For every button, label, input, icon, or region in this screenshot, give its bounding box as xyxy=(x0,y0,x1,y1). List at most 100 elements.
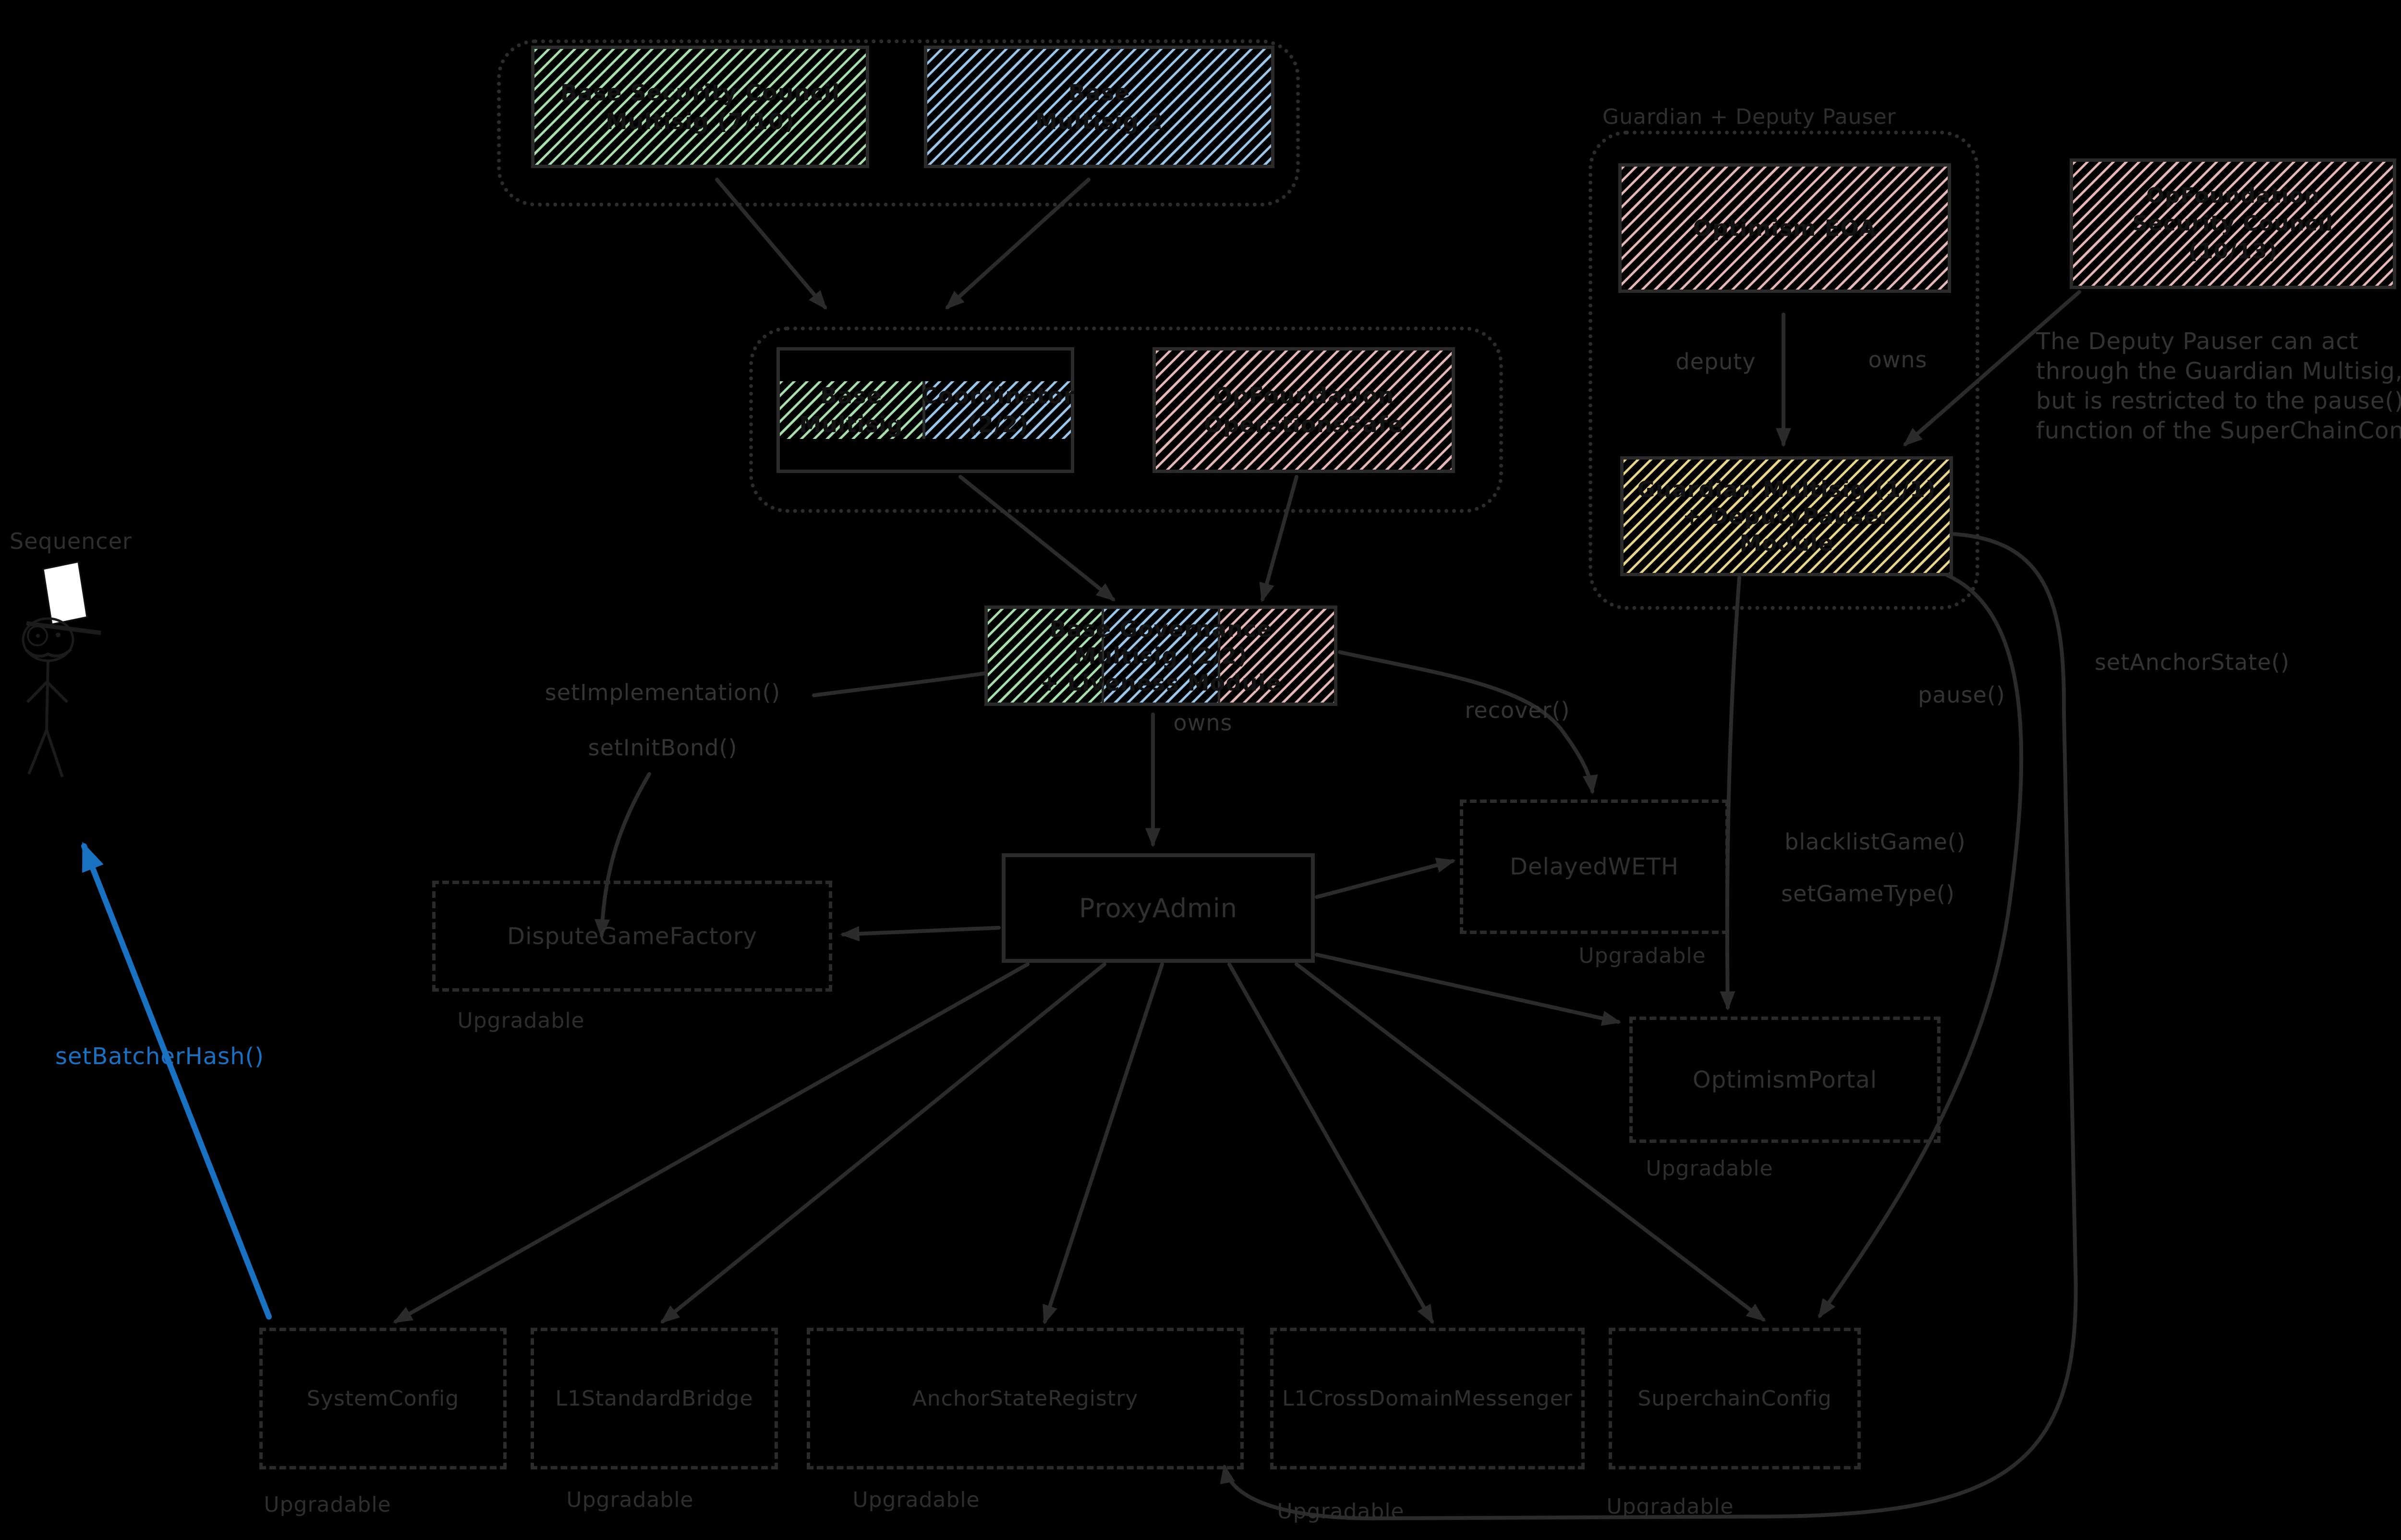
owns-label-guardian: owns xyxy=(1868,347,1928,373)
upgradable-tag-l1standardbridge: Upgradable xyxy=(566,1488,694,1512)
node-opfoundation-security-council[interactable]: OpFoundation Security Council (10/13) xyxy=(2070,158,2396,289)
node-label: Module xyxy=(1739,530,1834,556)
node-l1-cross-domain-messenger[interactable]: L1CrossDomainMessenger xyxy=(1270,1328,1585,1469)
arrow-setanchorstate-anchorstateregistry xyxy=(1220,532,2078,1521)
governance-pink-third xyxy=(1220,609,1334,703)
arrow-pause-superchainconfig xyxy=(1818,573,2024,1319)
node-label: Base Governance xyxy=(1049,616,1273,642)
governance-blue-third xyxy=(1102,609,1220,703)
node-label: OperationsSafe xyxy=(1204,412,1404,437)
sequencer-figure-icon xyxy=(22,561,101,777)
node-label: DisputeGameFactory xyxy=(507,922,757,950)
node-label: Base Security Council xyxy=(560,79,840,106)
node-label: Base xyxy=(1068,79,1130,106)
node-label: Multisig (2/2) xyxy=(1074,643,1248,669)
coordinator-left-half: Base Multisig xyxy=(780,381,925,439)
node-label: SuperchainConfig xyxy=(1637,1386,1832,1411)
node-dispute-game-factory[interactable]: DisputeGameFactory xyxy=(432,881,832,992)
node-base-multisig-2[interactable]: Base Multisig 2 xyxy=(924,46,1274,168)
upgradable-tag-superchainconfig: Upgradable xyxy=(1606,1494,1734,1519)
node-label: Optimism EOA xyxy=(1693,215,1877,241)
pause-label: pause() xyxy=(1918,682,2005,708)
set-anchor-state-label: setAnchorState() xyxy=(2094,649,2290,675)
node-label: L1StandardBridge xyxy=(555,1386,753,1411)
arrow-blacklistgame-optimismportal xyxy=(1720,576,1741,1011)
node-label: Coordinator xyxy=(921,383,1075,409)
node-label: Multisig xyxy=(799,412,903,437)
node-label: AnchorStateRegistry xyxy=(912,1386,1139,1411)
arrow-proxyadmin-anchorstateregistry xyxy=(1043,962,1164,1325)
node-label: Security Council xyxy=(2132,211,2334,236)
node-label: Guardian Multisig (1/1) xyxy=(1637,476,1936,502)
node-label: Multisig (7/10) xyxy=(605,108,795,134)
node-optimism-eoa[interactable]: Optimism EOA xyxy=(1618,163,1951,293)
node-optimism-portal[interactable]: OptimismPortal xyxy=(1629,1017,1940,1143)
arrow-bsc-to-coordinator xyxy=(715,178,827,310)
node-guardian-multisig-deputypauser[interactable]: Guardian Multisig (1/1) + DeputyPauser M… xyxy=(1620,456,1953,576)
arrow-setbatcherhash xyxy=(81,842,272,1320)
node-base-security-council-multisig[interactable]: Base Security Council Multisig (7/10) xyxy=(531,46,869,168)
set-init-bond-label: setInitBond() xyxy=(588,735,738,761)
upgradable-tag-dgf: Upgradable xyxy=(457,1008,585,1033)
note-line: but is restricted to the pause() xyxy=(2036,388,2401,414)
node-label: L1CrossDomainMessenger xyxy=(1282,1386,1573,1411)
upgradable-tag-delayedweth: Upgradable xyxy=(1578,944,1706,968)
set-game-type-label: setGameType() xyxy=(1781,881,1955,907)
set-implementation-label: setImplementation() xyxy=(545,679,781,705)
node-proxy-admin[interactable]: ProxyAdmin xyxy=(1002,853,1315,963)
owns-label-governance: owns xyxy=(1173,710,1233,736)
node-system-config[interactable]: SystemConfig xyxy=(259,1328,507,1469)
sequencer-label: Sequencer xyxy=(10,528,132,554)
top-hat-icon xyxy=(42,561,88,625)
upgradable-tag-anchorstateregistry: Upgradable xyxy=(852,1488,980,1512)
node-superchain-config[interactable]: SuperchainConfig xyxy=(1609,1328,1861,1469)
coordinator-right-half: Coordinator (2/2) xyxy=(922,381,1074,439)
arrow-owns-guardian xyxy=(1903,290,2081,447)
arrow-proxyadmin-delayedweth xyxy=(1315,858,1456,899)
node-label: OpFoundation xyxy=(1213,383,1395,409)
node-base-multisig-coordinator[interactable]: Base Multisig Coordinator (2/2) xyxy=(776,347,1074,473)
node-delayed-weth[interactable]: DelayedWETH xyxy=(1460,800,1729,934)
arrow-proxyadmin-l1standardbridge xyxy=(660,962,1106,1324)
node-label: SystemConfig xyxy=(306,1386,460,1411)
node-l1-standard-bridge[interactable]: L1StandardBridge xyxy=(531,1328,778,1469)
node-label: Multisig 2 xyxy=(1035,108,1164,134)
line-setimplementation xyxy=(812,671,987,697)
node-label: OptimismPortal xyxy=(1692,1066,1878,1093)
cluster-guardian-deputy-pauser xyxy=(1589,131,1979,610)
node-label: ProxyAdmin xyxy=(1079,893,1238,923)
node-label: (10/13) xyxy=(2188,239,2278,264)
upgradable-tag-l1crossdomainmessenger: Upgradable xyxy=(1277,1499,1405,1524)
arrow-multisig2-to-coordinator xyxy=(945,178,1091,310)
deputy-label: deputy xyxy=(1675,349,1756,375)
cluster-base-signers xyxy=(497,39,1300,206)
node-label: OpFoundation xyxy=(2146,183,2320,208)
node-opfoundation-operations-safe[interactable]: OpFoundation OperationsSafe xyxy=(1152,347,1455,473)
upgradable-tag-systemconfig: Upgradable xyxy=(264,1492,391,1517)
arrow-recover xyxy=(1338,650,1598,795)
arrow-proxyadmin-superchainconfig xyxy=(1295,962,1766,1322)
node-anchor-state-registry[interactable]: AnchorStateRegistry xyxy=(807,1328,1244,1469)
arrow-proxyadmin-optimismportal xyxy=(1315,953,1622,1026)
note-line: The Deputy Pauser can act xyxy=(2036,328,2359,355)
upgradable-tag-optimismportal: Upgradable xyxy=(1646,1156,1773,1181)
cluster-coordinator xyxy=(749,327,1503,513)
blacklist-game-label: blacklistGame() xyxy=(1784,829,1966,855)
arrow-proxyadmin-dgf xyxy=(840,926,1001,942)
node-label: (2/2) xyxy=(967,412,1029,437)
node-label: + DeputyPauser xyxy=(1682,503,1891,529)
recover-label: recover() xyxy=(1465,697,1570,723)
governance-green-third xyxy=(988,609,1102,703)
set-batcher-hash-label: setBatcherHash() xyxy=(55,1043,264,1070)
arrow-opssafe-to-governance xyxy=(1259,475,1298,603)
note-line: function of the SuperChainConfig xyxy=(2036,417,2401,444)
node-label: + Liveness Module xyxy=(1040,669,1282,696)
node-label: Base xyxy=(820,383,882,409)
note-line: through the Guardian Multisig, xyxy=(2036,358,2401,385)
arrow-setimplementation-dgf xyxy=(594,772,651,939)
guardian-cluster-title: Guardian + Deputy Pauser xyxy=(1602,105,1896,129)
node-base-governance-multisig[interactable]: Base Governance Multisig (2/2) + Livenes… xyxy=(984,606,1337,706)
deputy-pauser-note: The Deputy Pauser can act through the Gu… xyxy=(2036,327,2401,446)
